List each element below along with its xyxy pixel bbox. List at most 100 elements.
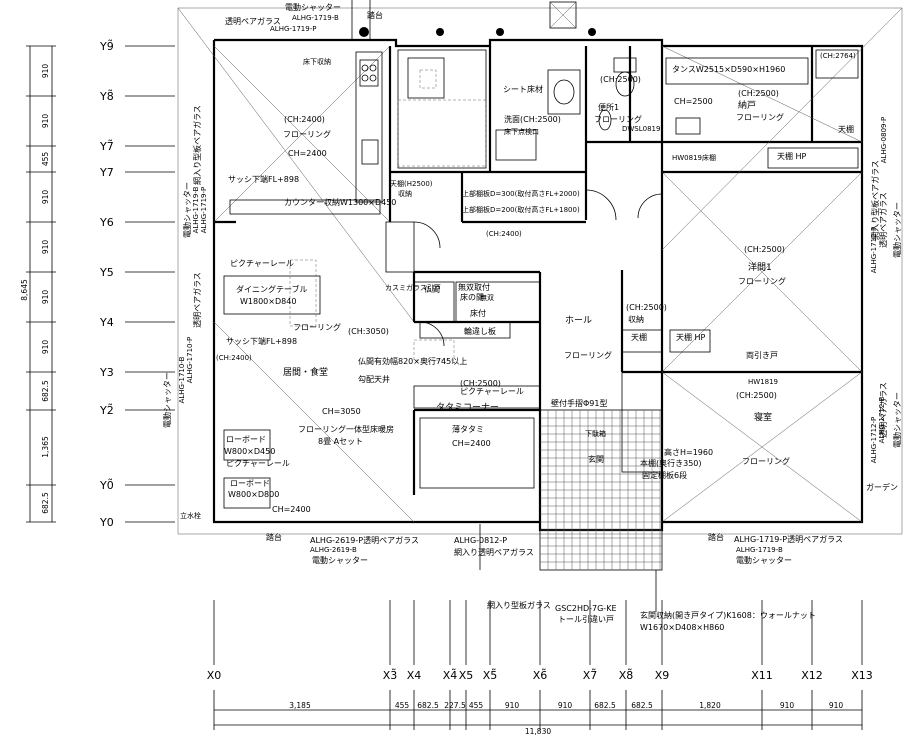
plan-label: トール引違い戸 bbox=[558, 614, 614, 624]
plan-label: 踏台 bbox=[266, 532, 282, 542]
plan-label: W1670×D408×H860 bbox=[640, 623, 724, 632]
plan-label: W800×D450 bbox=[224, 447, 275, 456]
grid-axis-lines bbox=[125, 45, 863, 665]
plan-label: シート床材 bbox=[503, 84, 543, 94]
plan-label-vertical: 網入り型板ペアガラス bbox=[870, 160, 880, 240]
plan-label: 無双取付 bbox=[458, 282, 490, 292]
plan-label: ガーデン bbox=[866, 482, 898, 492]
plan-label: 収納 bbox=[628, 314, 644, 324]
plan-label: フローリング bbox=[283, 129, 331, 139]
plan-label: 下駄箱 bbox=[585, 429, 606, 438]
plan-label: (CH:2500) bbox=[600, 75, 641, 84]
dimension-bottom: 3,185 bbox=[289, 701, 311, 710]
plan-label: 勾配天井 bbox=[358, 374, 390, 384]
plan-label: ALHG-2619-B bbox=[310, 546, 357, 554]
plan-label: 便所1 bbox=[598, 102, 619, 112]
dimension-total-left: 8,645 bbox=[20, 279, 29, 301]
plan-label: 両引き戸 bbox=[746, 351, 778, 360]
plan-label: CH=3050 bbox=[322, 407, 361, 416]
plan-label: 床下収納 bbox=[303, 57, 331, 66]
y-axis-label: Y7 bbox=[99, 166, 114, 179]
plan-label: 洋間1 bbox=[748, 261, 772, 273]
plan-label: CH=2400 bbox=[272, 505, 311, 514]
dimension-values: 8,645 11,830 910910455910910910910682.51… bbox=[20, 64, 843, 736]
plan-label: 電動シャッター bbox=[285, 3, 341, 12]
y-axis-label: Y2̃ bbox=[99, 403, 114, 417]
plan-label: (CH:2400) bbox=[486, 230, 522, 238]
dimension-bottom: 910 bbox=[505, 701, 520, 710]
plan-label: 床下点検口 bbox=[504, 127, 539, 136]
dimension-left: 910 bbox=[41, 190, 50, 205]
x-axis-label: X7̃ bbox=[583, 668, 598, 682]
plan-label: CH=2500 bbox=[674, 97, 713, 106]
plan-label: ホール bbox=[565, 315, 592, 326]
x-axis-label: X12 bbox=[801, 669, 823, 682]
plan-label-vertical: ALHG-1712-P bbox=[870, 417, 878, 463]
plan-label-vertical: ALHG-1719-P bbox=[200, 187, 208, 233]
y-axis-label: Y5 bbox=[99, 266, 114, 279]
x-axis-label: X11 bbox=[751, 669, 773, 682]
dimension-left: 455 bbox=[41, 152, 50, 167]
plan-label-vertical: ALHG-1712-P bbox=[870, 227, 878, 273]
plan-label: 無双 bbox=[480, 293, 494, 302]
plan-label: 高さH=1960 bbox=[664, 447, 713, 457]
plan-label: ローボード bbox=[226, 435, 266, 444]
y-axis-label: Y8̃ bbox=[99, 89, 114, 103]
y-axis-label: Y4 bbox=[99, 316, 114, 329]
plan-label: (CH:2500) bbox=[626, 303, 667, 312]
plan-label: 電動シャッター bbox=[736, 556, 792, 565]
dimension-bottom: 910 bbox=[558, 701, 573, 710]
plan-label: 天棚 HP bbox=[676, 332, 706, 342]
plan-label: CH=2400 bbox=[288, 149, 327, 158]
plan-label: 仏間有効幅820×奥行745以上 bbox=[358, 356, 467, 366]
plan-label: HW1819 bbox=[748, 378, 778, 386]
plan-label: フローリング bbox=[736, 112, 784, 122]
plan-label: 網入り透明ペアガラス bbox=[454, 547, 534, 557]
plan-label: GSC2HD-7G-KE bbox=[555, 604, 617, 613]
plan-label: W1800×D840 bbox=[240, 297, 296, 306]
plan-label-vertical: ALHG-0809-P bbox=[880, 117, 888, 163]
dimension-total-bottom: 11,830 bbox=[525, 727, 551, 736]
plan-label: ローボード bbox=[230, 479, 270, 488]
plan-label-vertical: ALHG-1710-B bbox=[178, 356, 186, 403]
dimension-bottom: 682.5 bbox=[631, 701, 653, 710]
plan-label: ALHG-1719-P透明ペアガラス bbox=[734, 534, 843, 544]
x-axis-label: X5 bbox=[459, 669, 474, 682]
plan-label: (CH:2400) bbox=[216, 354, 252, 362]
plan-label: ALHG-1719-P bbox=[270, 25, 316, 33]
plan-label-vertical: ALHG-1710-P bbox=[186, 337, 194, 383]
plan-label-vertical: ALHG-1712-B bbox=[878, 396, 886, 443]
plan-label: 天棚 HP bbox=[777, 151, 807, 161]
plan-label: カウンター収納W1300×D450 bbox=[284, 197, 396, 207]
plan-label: CH=2400 bbox=[452, 439, 491, 448]
dimension-left: 910 bbox=[41, 114, 50, 129]
plan-label: 天棚(H2500) bbox=[390, 179, 433, 188]
plan-label-vertical: ALHG-1719-B bbox=[192, 186, 200, 233]
plan-label-vertical: 電動シャッター bbox=[163, 372, 172, 428]
x-axis-label: X4̃ bbox=[443, 668, 458, 682]
plan-label: ALHG-2619-P透明ペアガラス bbox=[310, 535, 419, 545]
x-axis-label: X8̃ bbox=[619, 668, 634, 682]
plan-label: 薄タタミ bbox=[452, 424, 484, 434]
plan-label: カスミガラス引戸 bbox=[385, 283, 441, 292]
plan-label: (CH:2500) bbox=[736, 391, 777, 400]
plan-label-vertical: 網入り型板ペアガラス bbox=[192, 105, 202, 185]
plan-label: (CH:3050) bbox=[348, 327, 389, 336]
plan-label: W800×D800 bbox=[228, 490, 279, 499]
plan-label: サッシ下端FL+898 bbox=[228, 174, 299, 184]
plan-label: 踏台 bbox=[367, 10, 383, 20]
dimension-left: 910 bbox=[41, 240, 50, 255]
plan-label: 天棚 bbox=[631, 332, 647, 342]
y-axis-label: Y0̃ bbox=[99, 478, 114, 492]
plan-label-vertical: 電動シャッター bbox=[893, 202, 902, 258]
plan-label-vertical: 透明ペアガラス bbox=[192, 272, 202, 328]
plan-label: 床棚 bbox=[702, 153, 716, 162]
x-axis-label: X9 bbox=[655, 669, 670, 682]
plan-label: フローリング bbox=[293, 322, 341, 332]
plan-label: 8畳 Aセット bbox=[318, 437, 363, 446]
y-axis-label: Y0 bbox=[99, 516, 114, 529]
plan-label: HW0819 bbox=[672, 154, 702, 162]
y-axis-label: Y3 bbox=[99, 366, 114, 379]
